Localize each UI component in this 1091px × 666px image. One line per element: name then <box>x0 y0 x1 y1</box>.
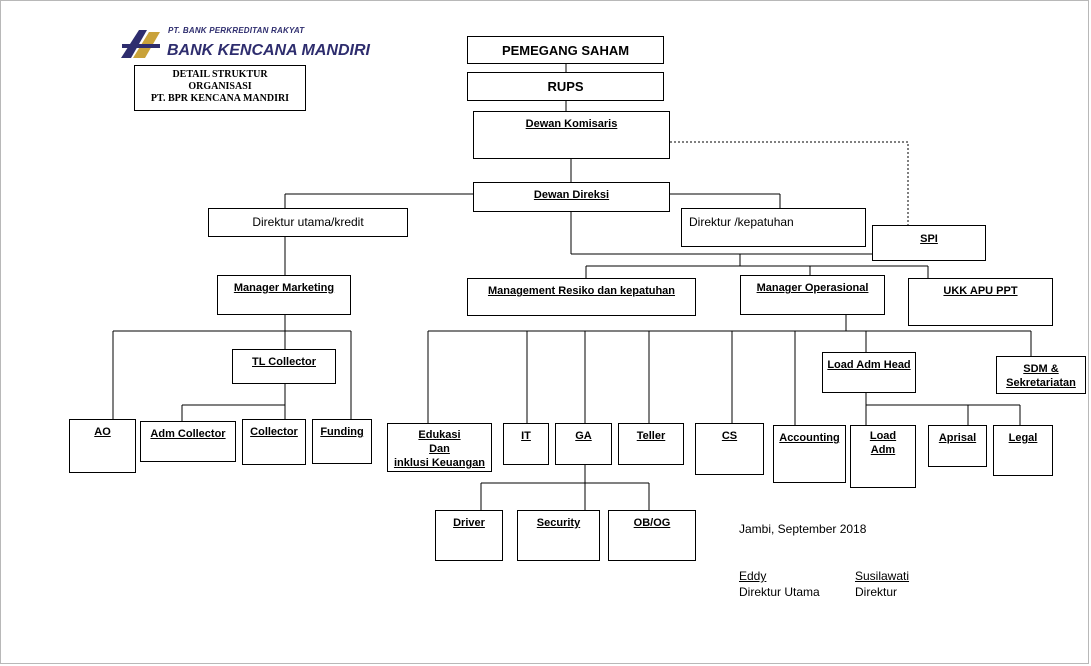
node-label: IT <box>521 430 531 442</box>
node-sdm-sekretariatan: SDM & Sekretariatan <box>996 356 1086 394</box>
node-label: CS <box>721 430 738 442</box>
node-security: Security <box>517 510 600 561</box>
logo-name: BANK KENCANA MANDIRI <box>167 42 370 59</box>
node-label: Collector <box>250 426 298 438</box>
node-label: SPI <box>920 233 938 245</box>
node-funding: Funding <box>312 419 372 464</box>
node-label: Direktur utama/kredit <box>252 215 364 229</box>
signature-name-1: Eddy <box>739 569 767 583</box>
signature-title-1: Direktur Utama <box>739 585 820 599</box>
node-ga: GA <box>555 423 612 465</box>
node-ob-og: OB/OG <box>608 510 696 561</box>
node-label: Load Adm <box>851 429 915 457</box>
detail-title: DETAIL STRUKTUR ORGANISASI PT. BPR KENCA… <box>134 65 306 111</box>
node-label: Driver <box>453 517 485 529</box>
node-rups: RUPS <box>467 72 664 101</box>
node-label: GA <box>575 430 592 442</box>
node-direktur-kepatuhan: Direktur /kepatuhan <box>681 208 866 247</box>
detail-title-line3: PT. BPR KENCANA MANDIRI <box>150 93 290 104</box>
node-label: SDM & Sekretariatan <box>997 362 1085 390</box>
node-accounting: Accounting <box>773 425 846 483</box>
node-label: AO <box>94 426 111 438</box>
node-label: Manager Marketing <box>233 282 335 294</box>
node-label: TL Collector <box>252 356 316 368</box>
node-load-adm-head: Load Adm Head <box>822 352 916 393</box>
node-label: Aprisal <box>938 432 977 444</box>
node-label: Edukasi Dan inklusi Keuangan <box>388 428 491 470</box>
node-label-line: inklusi Keuangan <box>393 457 486 469</box>
node-label: UKK APU PPT <box>943 285 1018 297</box>
node-adm-collector: Adm Collector <box>140 421 236 462</box>
node-label: Load Adm Head <box>827 359 911 371</box>
node-direktur-utama: Direktur utama/kredit <box>208 208 408 237</box>
node-label-line: Edukasi <box>418 429 461 441</box>
node-label-line: Load <box>869 430 897 442</box>
node-label: OB/OG <box>633 517 671 529</box>
node-dewan-direksi: Dewan Direksi <box>473 182 670 212</box>
node-label: Legal <box>1008 432 1038 444</box>
node-dewan-komisaris: Dewan Komisaris <box>473 111 670 159</box>
node-spi: SPI <box>872 225 986 261</box>
node-label: Manager Operasional <box>756 282 869 294</box>
node-label-line: SDM & <box>1023 363 1059 375</box>
detail-title-line2: ORGANISASI <box>188 81 252 92</box>
node-manager-operasional: Manager Operasional <box>740 275 885 315</box>
node-label: Funding <box>320 426 364 438</box>
node-label: Management Resiko dan kepatuhan <box>487 285 676 297</box>
node-ao: AO <box>69 419 136 473</box>
node-label: PEMEGANG SAHAM <box>501 43 630 58</box>
signature-place-date: Jambi, September 2018 <box>739 522 867 536</box>
node-pemegang-saham: PEMEGANG SAHAM <box>467 36 664 64</box>
detail-title-line1: DETAIL STRUKTUR <box>172 69 268 80</box>
node-label: Accounting <box>779 432 840 444</box>
node-label: Security <box>536 517 581 529</box>
node-label-line: Adm <box>870 444 896 456</box>
signature-title-2: Direktur <box>855 585 898 599</box>
logo-subtitle: PT. BANK PERKREDITAN RAKYAT <box>168 26 305 35</box>
signature-name-2: Susilawati <box>855 569 910 583</box>
node-it: IT <box>503 423 549 465</box>
node-label: RUPS <box>547 79 584 94</box>
node-label: Teller <box>636 430 666 442</box>
node-label: Dewan Direksi <box>533 189 610 201</box>
node-label: Dewan Komisaris <box>525 118 618 130</box>
bank-emblem-icon <box>121 30 160 58</box>
node-manager-marketing: Manager Marketing <box>217 275 351 315</box>
node-load-adm: Load Adm <box>850 425 916 488</box>
node-label: Direktur /kepatuhan <box>689 215 794 229</box>
node-management-resiko: Management Resiko dan kepatuhan <box>467 278 696 316</box>
node-ukk-apu-ppt: UKK APU PPT <box>908 278 1053 326</box>
node-label-line: Dan <box>429 443 450 455</box>
node-collector: Collector <box>242 419 306 465</box>
node-legal: Legal <box>993 425 1053 476</box>
node-tl-collector: TL Collector <box>232 349 336 384</box>
node-driver: Driver <box>435 510 503 561</box>
node-label-line: Sekretariatan <box>1006 377 1076 389</box>
node-aprisal: Aprisal <box>928 425 987 467</box>
node-teller: Teller <box>618 423 684 465</box>
node-edukasi: Edukasi Dan inklusi Keuangan <box>387 423 492 472</box>
node-cs: CS <box>695 423 764 475</box>
node-label: Adm Collector <box>150 428 226 440</box>
